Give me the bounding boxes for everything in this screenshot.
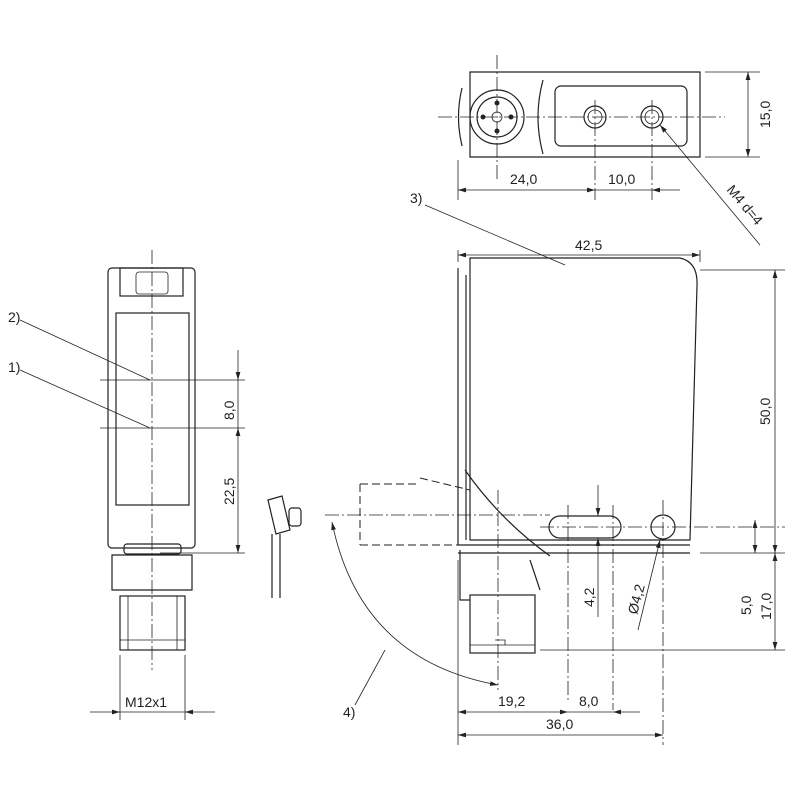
dim-lower-offset: 5,0	[738, 595, 754, 615]
callout-2: 2)	[8, 309, 20, 325]
dim-offset-2: 8,0	[579, 693, 599, 709]
angled-cable-icon	[267, 495, 302, 598]
callout-3: 3)	[410, 190, 422, 206]
dim-top-width-1: 24,0	[510, 171, 537, 187]
dim-body-width: 42,5	[575, 237, 602, 253]
dim-thread-size: M12x1	[125, 694, 167, 710]
dim-front-spacing: 8,0	[221, 400, 237, 420]
dim-top-width-2: 10,0	[608, 171, 635, 187]
dim-connector-height: 17,0	[758, 593, 774, 620]
callout-1: 1)	[8, 359, 20, 375]
top-view	[438, 55, 761, 246]
callout-4: 4)	[343, 704, 355, 720]
side-view	[325, 204, 785, 745]
dim-body-height: 50,0	[757, 398, 773, 425]
dim-top-height: 15,0	[757, 101, 773, 128]
dim-offset-1: 19,2	[498, 693, 525, 709]
dim-front-height: 22,5	[221, 478, 237, 505]
dim-slot-width: 4,2	[581, 587, 597, 607]
thread-note: M4 d=4	[724, 182, 767, 229]
front-view	[19, 250, 245, 720]
dim-total-width: 36,0	[546, 716, 573, 732]
dim-hole-diameter: Ø4,2	[624, 582, 647, 616]
